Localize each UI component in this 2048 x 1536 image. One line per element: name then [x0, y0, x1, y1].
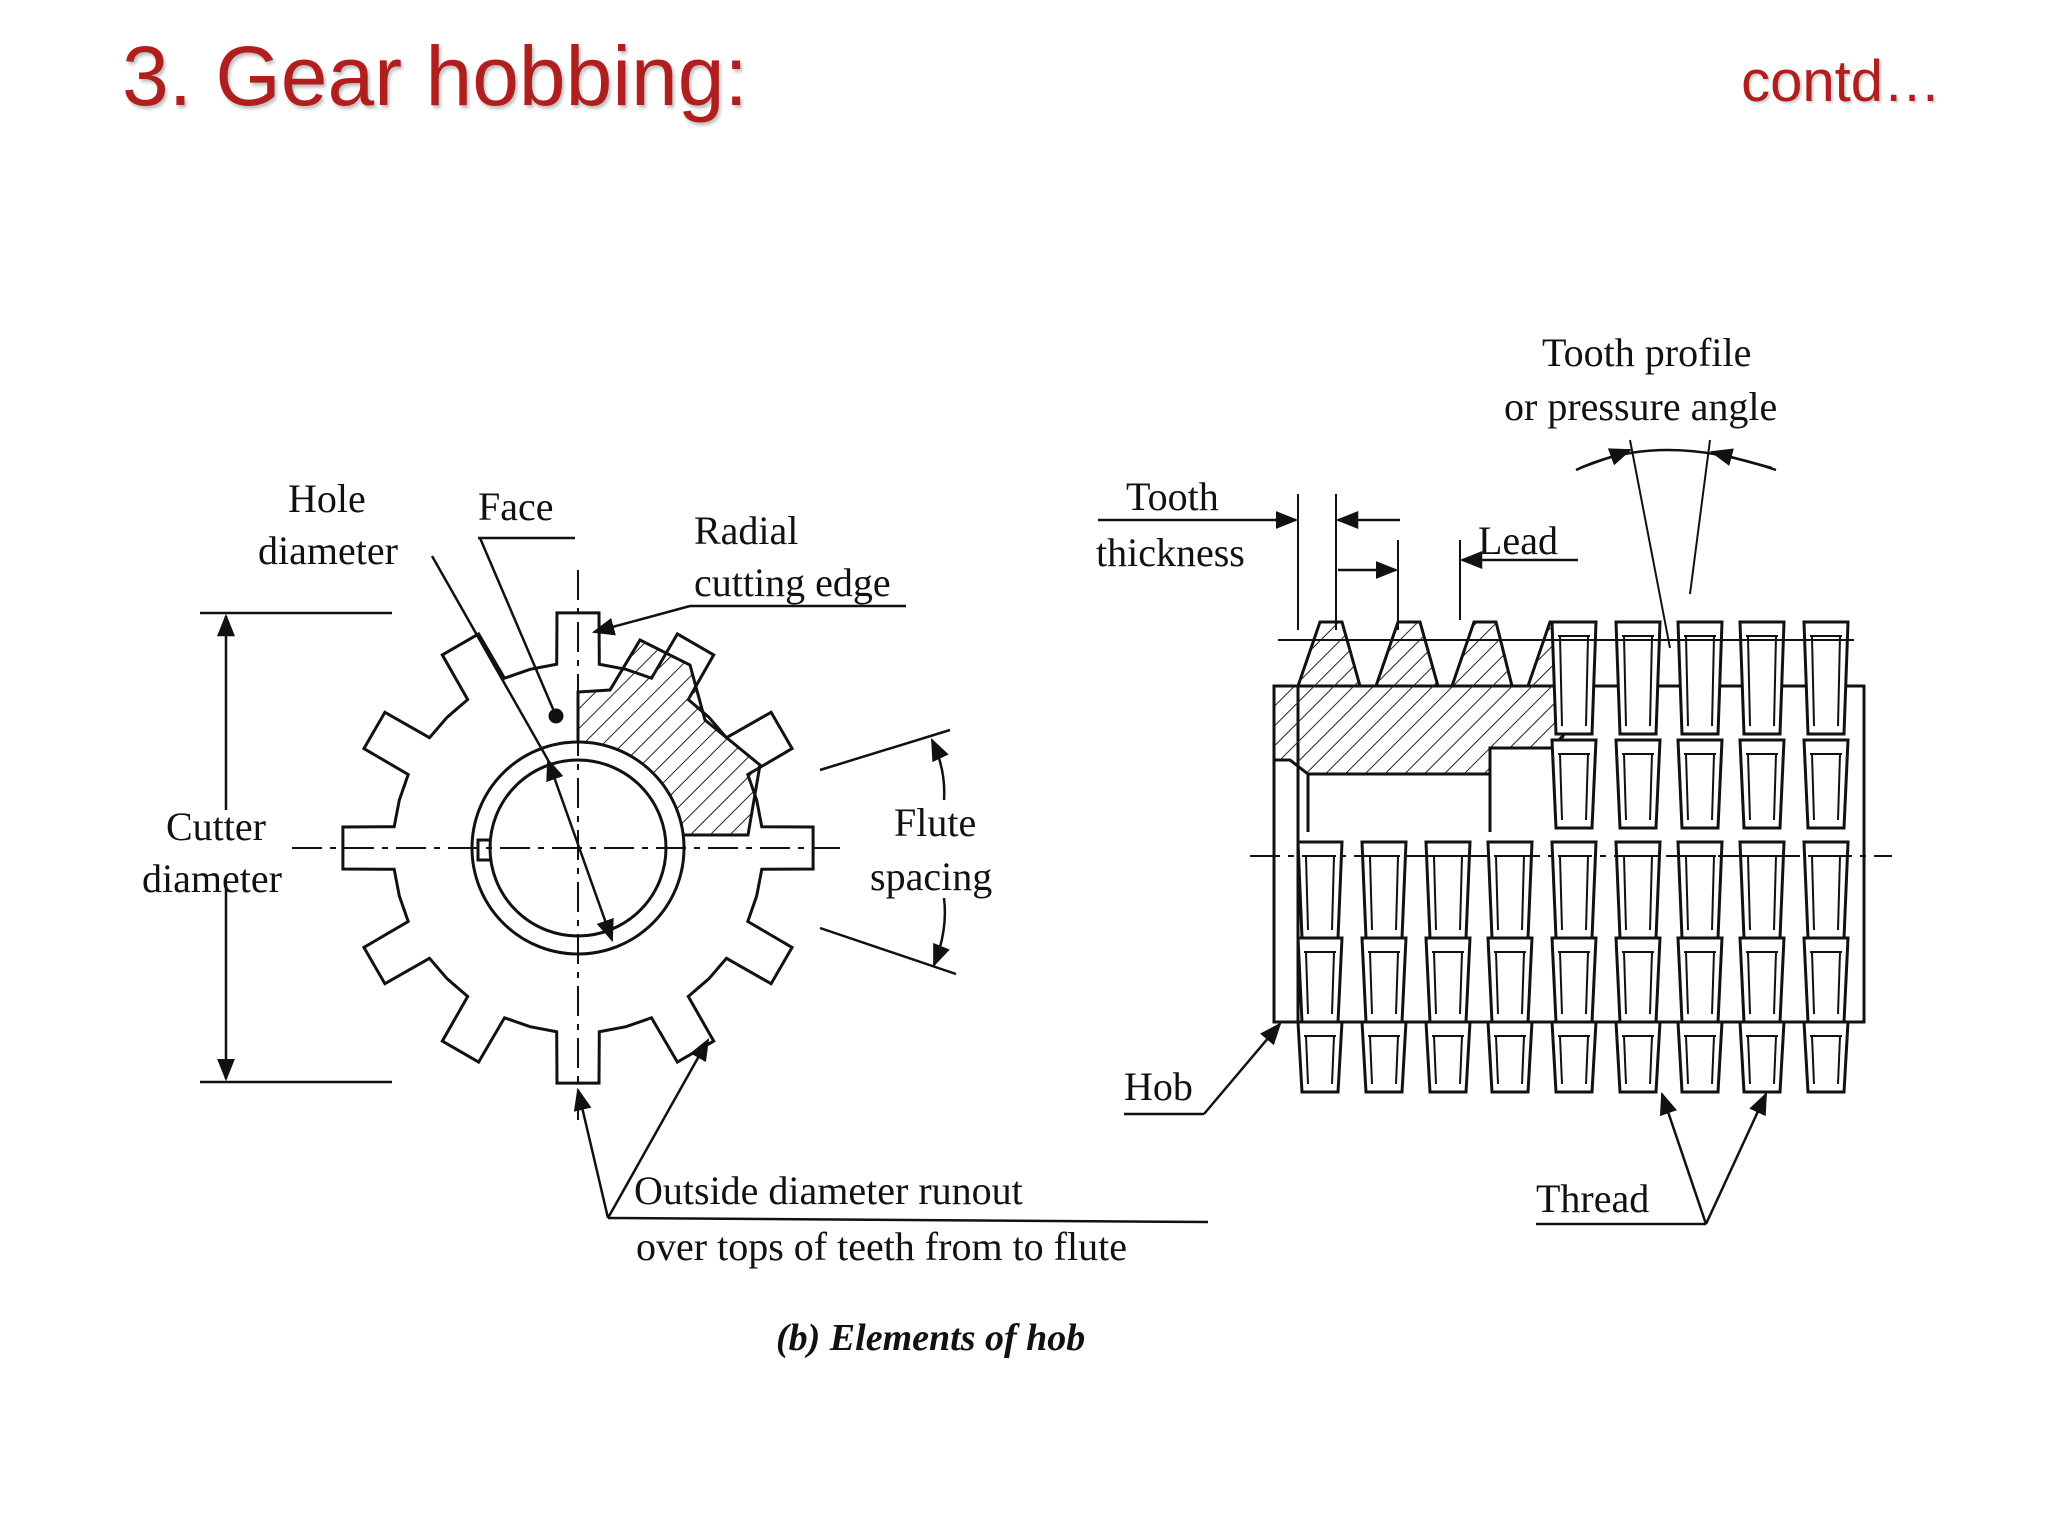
hob-tooth-detail	[1622, 635, 1654, 727]
hob-tooth-detail	[1368, 1035, 1400, 1085]
hob-tooth-detail	[1622, 951, 1654, 1015]
hob-tooth	[1486, 936, 1534, 1024]
hob-tooth-detail	[1746, 951, 1778, 1015]
hob-tooth-detail	[1810, 753, 1842, 821]
hob-tooth	[1424, 1020, 1472, 1094]
diagram-labels: Hole diameter Face Radial cutting edge C…	[142, 330, 1777, 1359]
hob-tooth-detail	[1368, 951, 1400, 1015]
hob-tooth-detail	[1558, 635, 1590, 727]
hob-tooth	[1802, 1020, 1850, 1094]
hob-tooth-detail	[1558, 951, 1590, 1015]
hob-tooth	[1550, 936, 1598, 1024]
hob-tooth	[1360, 936, 1408, 1024]
label-flute-spacing-2: spacing	[870, 854, 992, 899]
label-tooth-profile-1: Tooth profile	[1542, 330, 1751, 375]
hob-tooth	[1424, 936, 1472, 1024]
hob-tooth-detail	[1684, 753, 1716, 821]
hob-tooth-detail	[1494, 951, 1526, 1015]
hob-tooth	[1614, 1020, 1662, 1094]
label-tooth-profile-2: or pressure angle	[1504, 384, 1777, 429]
hob-tooth	[1738, 1020, 1786, 1094]
hob-hatched-section	[1272, 620, 1594, 776]
hob-tooth	[1676, 620, 1724, 736]
hob-tooth-detail	[1810, 635, 1842, 727]
label-hole-diameter-1: Hole	[288, 476, 366, 521]
hob-tooth	[1802, 620, 1850, 736]
hob-tooth	[1676, 1020, 1724, 1094]
hob-tooth-detail	[1622, 1035, 1654, 1085]
hob-tooth	[1550, 620, 1598, 736]
hob-tooth	[1296, 1020, 1344, 1094]
hob-tooth-detail	[1810, 951, 1842, 1015]
hob-tooth	[1802, 738, 1850, 830]
hob-tooth	[1360, 1020, 1408, 1094]
hob-tooth	[1802, 936, 1850, 1024]
hob-tooth	[1614, 738, 1662, 830]
hob-tooth-detail	[1746, 635, 1778, 727]
hob-tooth	[1486, 1020, 1534, 1094]
hob-tooth-detail	[1432, 951, 1464, 1015]
hob-tooth	[1738, 620, 1786, 736]
hob-tooth-detail	[1746, 753, 1778, 821]
hob-teeth	[1296, 620, 1850, 1094]
hob-tooth-detail	[1304, 951, 1336, 1015]
label-cutter-diameter-2: diameter	[142, 856, 282, 901]
hob-tooth	[1676, 936, 1724, 1024]
label-tooth-thickness-1: Tooth	[1126, 474, 1219, 519]
slide-title: 3. Gear hobbing:	[122, 29, 748, 123]
label-radial-1: Radial	[694, 508, 798, 553]
hob-tooth-detail	[1684, 635, 1716, 727]
hob-tooth-detail	[1304, 1035, 1336, 1085]
hob-tooth	[1296, 936, 1344, 1024]
hob-tooth	[1614, 620, 1662, 736]
label-outside-runout-1: Outside diameter runout	[634, 1168, 1023, 1213]
hob-tooth-detail	[1622, 753, 1654, 821]
hob-tooth-detail	[1494, 1035, 1526, 1085]
hob-tooth-detail	[1684, 1035, 1716, 1085]
label-thread: Thread	[1536, 1176, 1649, 1221]
contd-label: contd…	[1741, 49, 1941, 114]
hob-tooth	[1738, 738, 1786, 830]
label-lead: Lead	[1478, 518, 1558, 563]
label-flute-spacing-1: Flute	[894, 800, 976, 845]
hob-tooth-detail	[1432, 1035, 1464, 1085]
label-tooth-thickness-2: thickness	[1096, 530, 1245, 575]
hob-tooth-detail	[1746, 1035, 1778, 1085]
label-radial-2: cutting edge	[694, 560, 891, 605]
hob-tooth	[1550, 1020, 1598, 1094]
hob-tooth	[1614, 936, 1662, 1024]
figure-caption: (b) Elements of hob	[776, 1317, 1085, 1359]
hob-tooth	[1738, 936, 1786, 1024]
hob-tooth-detail	[1558, 1035, 1590, 1085]
label-outside-runout-2: over tops of teeth from to flute	[636, 1224, 1127, 1269]
label-cutter-diameter-1: Cutter	[166, 804, 266, 849]
hob-tooth	[1550, 738, 1598, 830]
label-hob: Hob	[1124, 1064, 1193, 1109]
hob-side-view	[1098, 439, 1892, 1226]
label-face: Face	[478, 484, 554, 529]
hob-tooth-detail	[1558, 753, 1590, 821]
hob-tooth-detail	[1810, 1035, 1842, 1085]
hob-tooth	[1676, 738, 1724, 830]
label-hole-diameter-2: diameter	[258, 528, 398, 573]
keyway	[476, 838, 490, 862]
hob-tooth-detail	[1684, 951, 1716, 1015]
hob-end-view	[200, 536, 1209, 1224]
